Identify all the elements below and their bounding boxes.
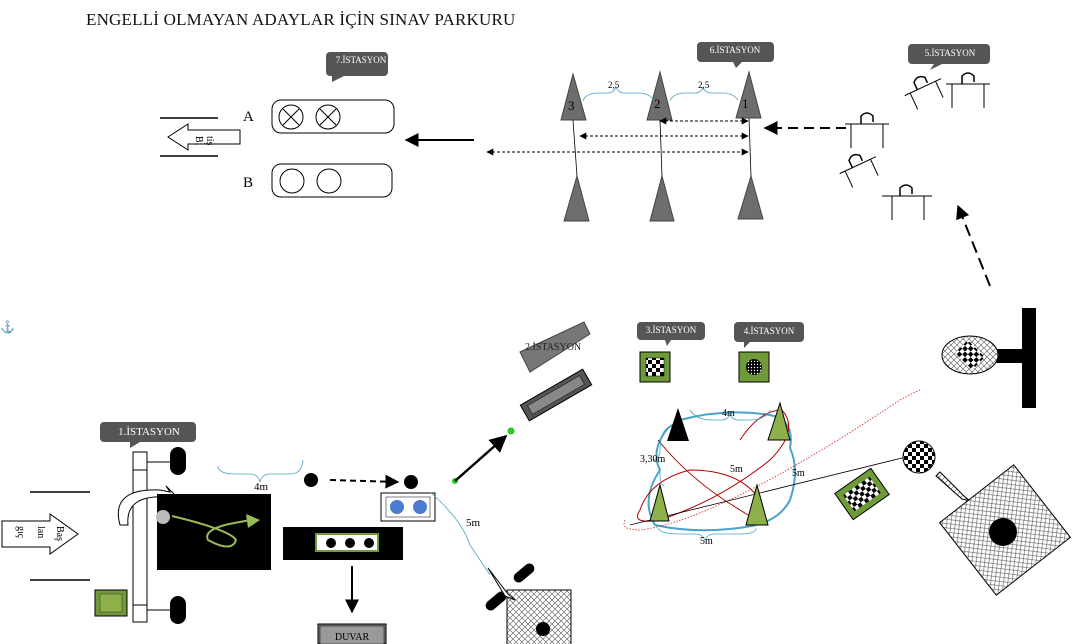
- start-label-2: lan: [35, 526, 46, 538]
- anchor-icon: ⚓: [0, 320, 15, 334]
- arrow-to-station5-icon: [956, 204, 991, 287]
- station-2-label: 2.İSTASYON: [525, 341, 581, 353]
- station-4-label: 4.İSTASYON: [744, 326, 795, 336]
- dist-330m-label: 3,30m: [640, 454, 666, 465]
- right-green-board: [834, 467, 890, 521]
- lane-b-circles: [279, 168, 342, 194]
- start-arrow-icon: [1, 513, 79, 555]
- dist-4m-left-label: 4m: [254, 481, 269, 493]
- dist-5m-cross-label: 5m: [730, 464, 743, 475]
- dist-4m-top-label: 4m: [722, 408, 735, 419]
- station-5-hurdles: [839, 72, 990, 220]
- bottom-mat: [485, 563, 572, 644]
- station-1-field: [157, 494, 271, 570]
- start-label-1: Baş: [54, 526, 65, 541]
- station-6-label: 6.İSTASYON: [710, 45, 761, 55]
- cone-3-label: 3: [568, 98, 575, 113]
- slalom-area: [623, 389, 921, 541]
- basket-hoop: [941, 308, 1036, 408]
- exit-label-1: Bı: [193, 136, 204, 146]
- lane-b-label: B: [243, 175, 253, 191]
- station-5-callout: 5.İSTASYON: [908, 44, 990, 70]
- station-6-callout: 6.İSTASYON: [697, 42, 774, 68]
- gap-right-label: 2,5: [698, 80, 710, 90]
- station-7-label: 7.İSTASYON: [336, 55, 387, 65]
- station-2-bench: [519, 368, 593, 422]
- wall-label: DUVAR: [335, 632, 370, 643]
- station-6-cones: [560, 70, 764, 222]
- station-1-callout: 1.İSTASYON: [100, 422, 196, 448]
- lane-a-label: A: [243, 109, 254, 125]
- station-2-callout: [519, 321, 591, 373]
- gap-left-label: 2,5: [608, 80, 620, 90]
- station-3-callout: 3.İSTASYON: [637, 322, 705, 346]
- dist-5m-right-label: 5m: [792, 468, 805, 479]
- dist-5m-bottom-label: 5m: [700, 536, 713, 547]
- station-3-label: 3.İSTASYON: [646, 325, 697, 335]
- lane-a-crossed-circles: [278, 104, 341, 130]
- page-title: ENGELLİ OLMAYAN ADAYLAR İÇİN SINAV PARKU…: [86, 10, 516, 29]
- exit-arrow-icon: [167, 123, 241, 151]
- exit-label-2: tiş: [204, 136, 215, 146]
- station-7-callout: 7.İSTASYON: [326, 52, 388, 82]
- checkered-ball: [902, 440, 936, 474]
- station-1-label: 1.İSTASYON: [118, 426, 180, 438]
- cone-2-label: 2: [654, 96, 661, 111]
- cone-1-label: 1: [742, 96, 749, 111]
- dist-5m-left-label: 5m: [466, 517, 481, 529]
- station-5-label: 5.İSTASYON: [925, 48, 976, 58]
- station-4-box: [738, 351, 770, 383]
- pencil-icon: [935, 471, 971, 502]
- station-4-callout: 4.İSTASYON: [734, 322, 804, 348]
- start-label-3: gıç: [15, 526, 26, 539]
